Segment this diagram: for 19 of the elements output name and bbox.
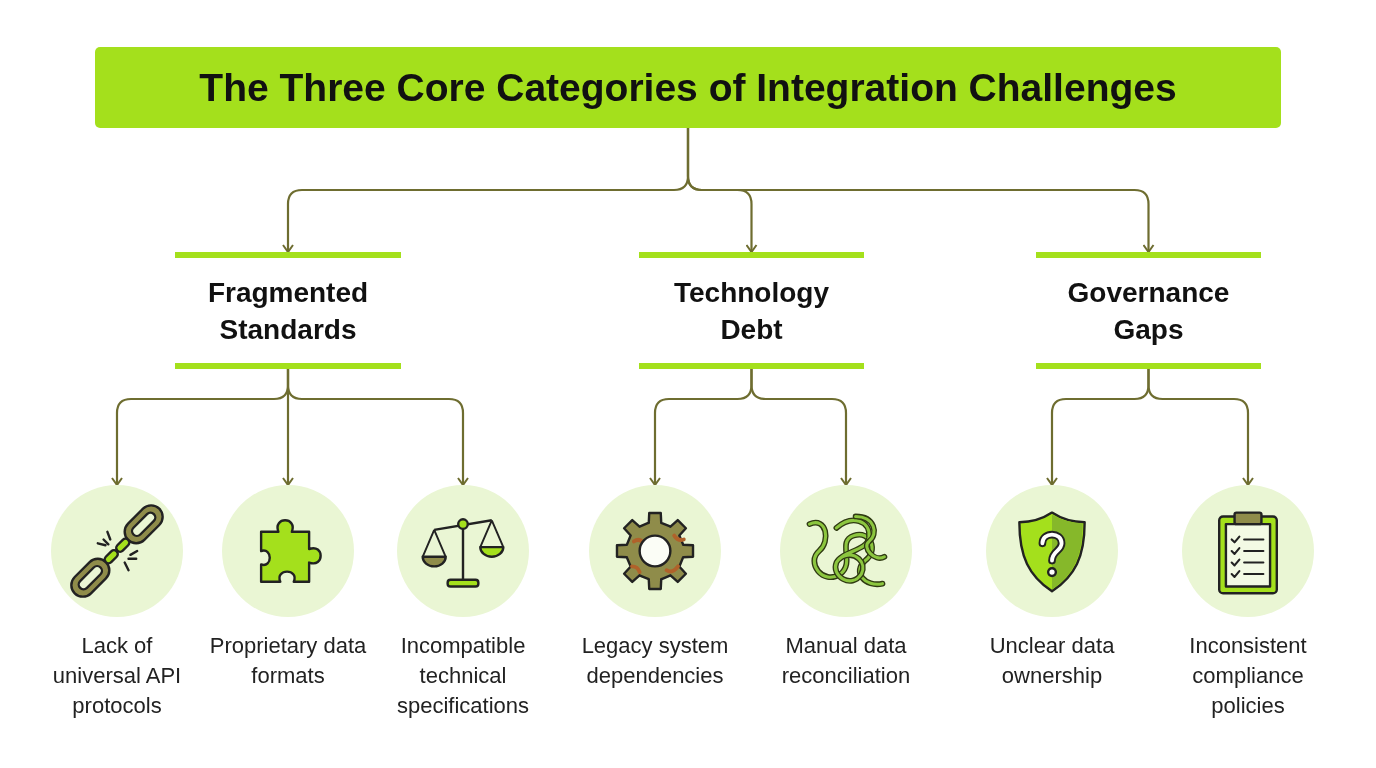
- connector-arrow: [1147, 369, 1254, 486]
- item-label: Lack of universal API protocols: [51, 632, 183, 720]
- item-label: Incompatible technical specifications: [395, 632, 531, 720]
- category-header: [1036, 252, 1261, 369]
- title-banner: [95, 47, 1281, 128]
- connector-arrow: [286, 369, 469, 486]
- category-header: [639, 252, 864, 369]
- item-label: Unclear data ownership: [988, 632, 1116, 690]
- category-title: Fragmented Standards: [206, 275, 370, 347]
- title-text: The Three Core Categories of Integration Challenges: [199, 65, 1177, 110]
- category-title: Technology Debt: [672, 275, 830, 347]
- item-label: Legacy system dependencies: [580, 632, 730, 690]
- connector-arrow: [686, 128, 1155, 253]
- item-label: Proprietary data formats: [208, 632, 368, 690]
- connector-arrow: [750, 369, 852, 486]
- category-header: [175, 252, 401, 369]
- category-title: Governance Gaps: [1066, 275, 1231, 347]
- item-label: Manual data reconciliation: [780, 632, 912, 690]
- item-label: Inconsistent compliance policies: [1188, 632, 1308, 720]
